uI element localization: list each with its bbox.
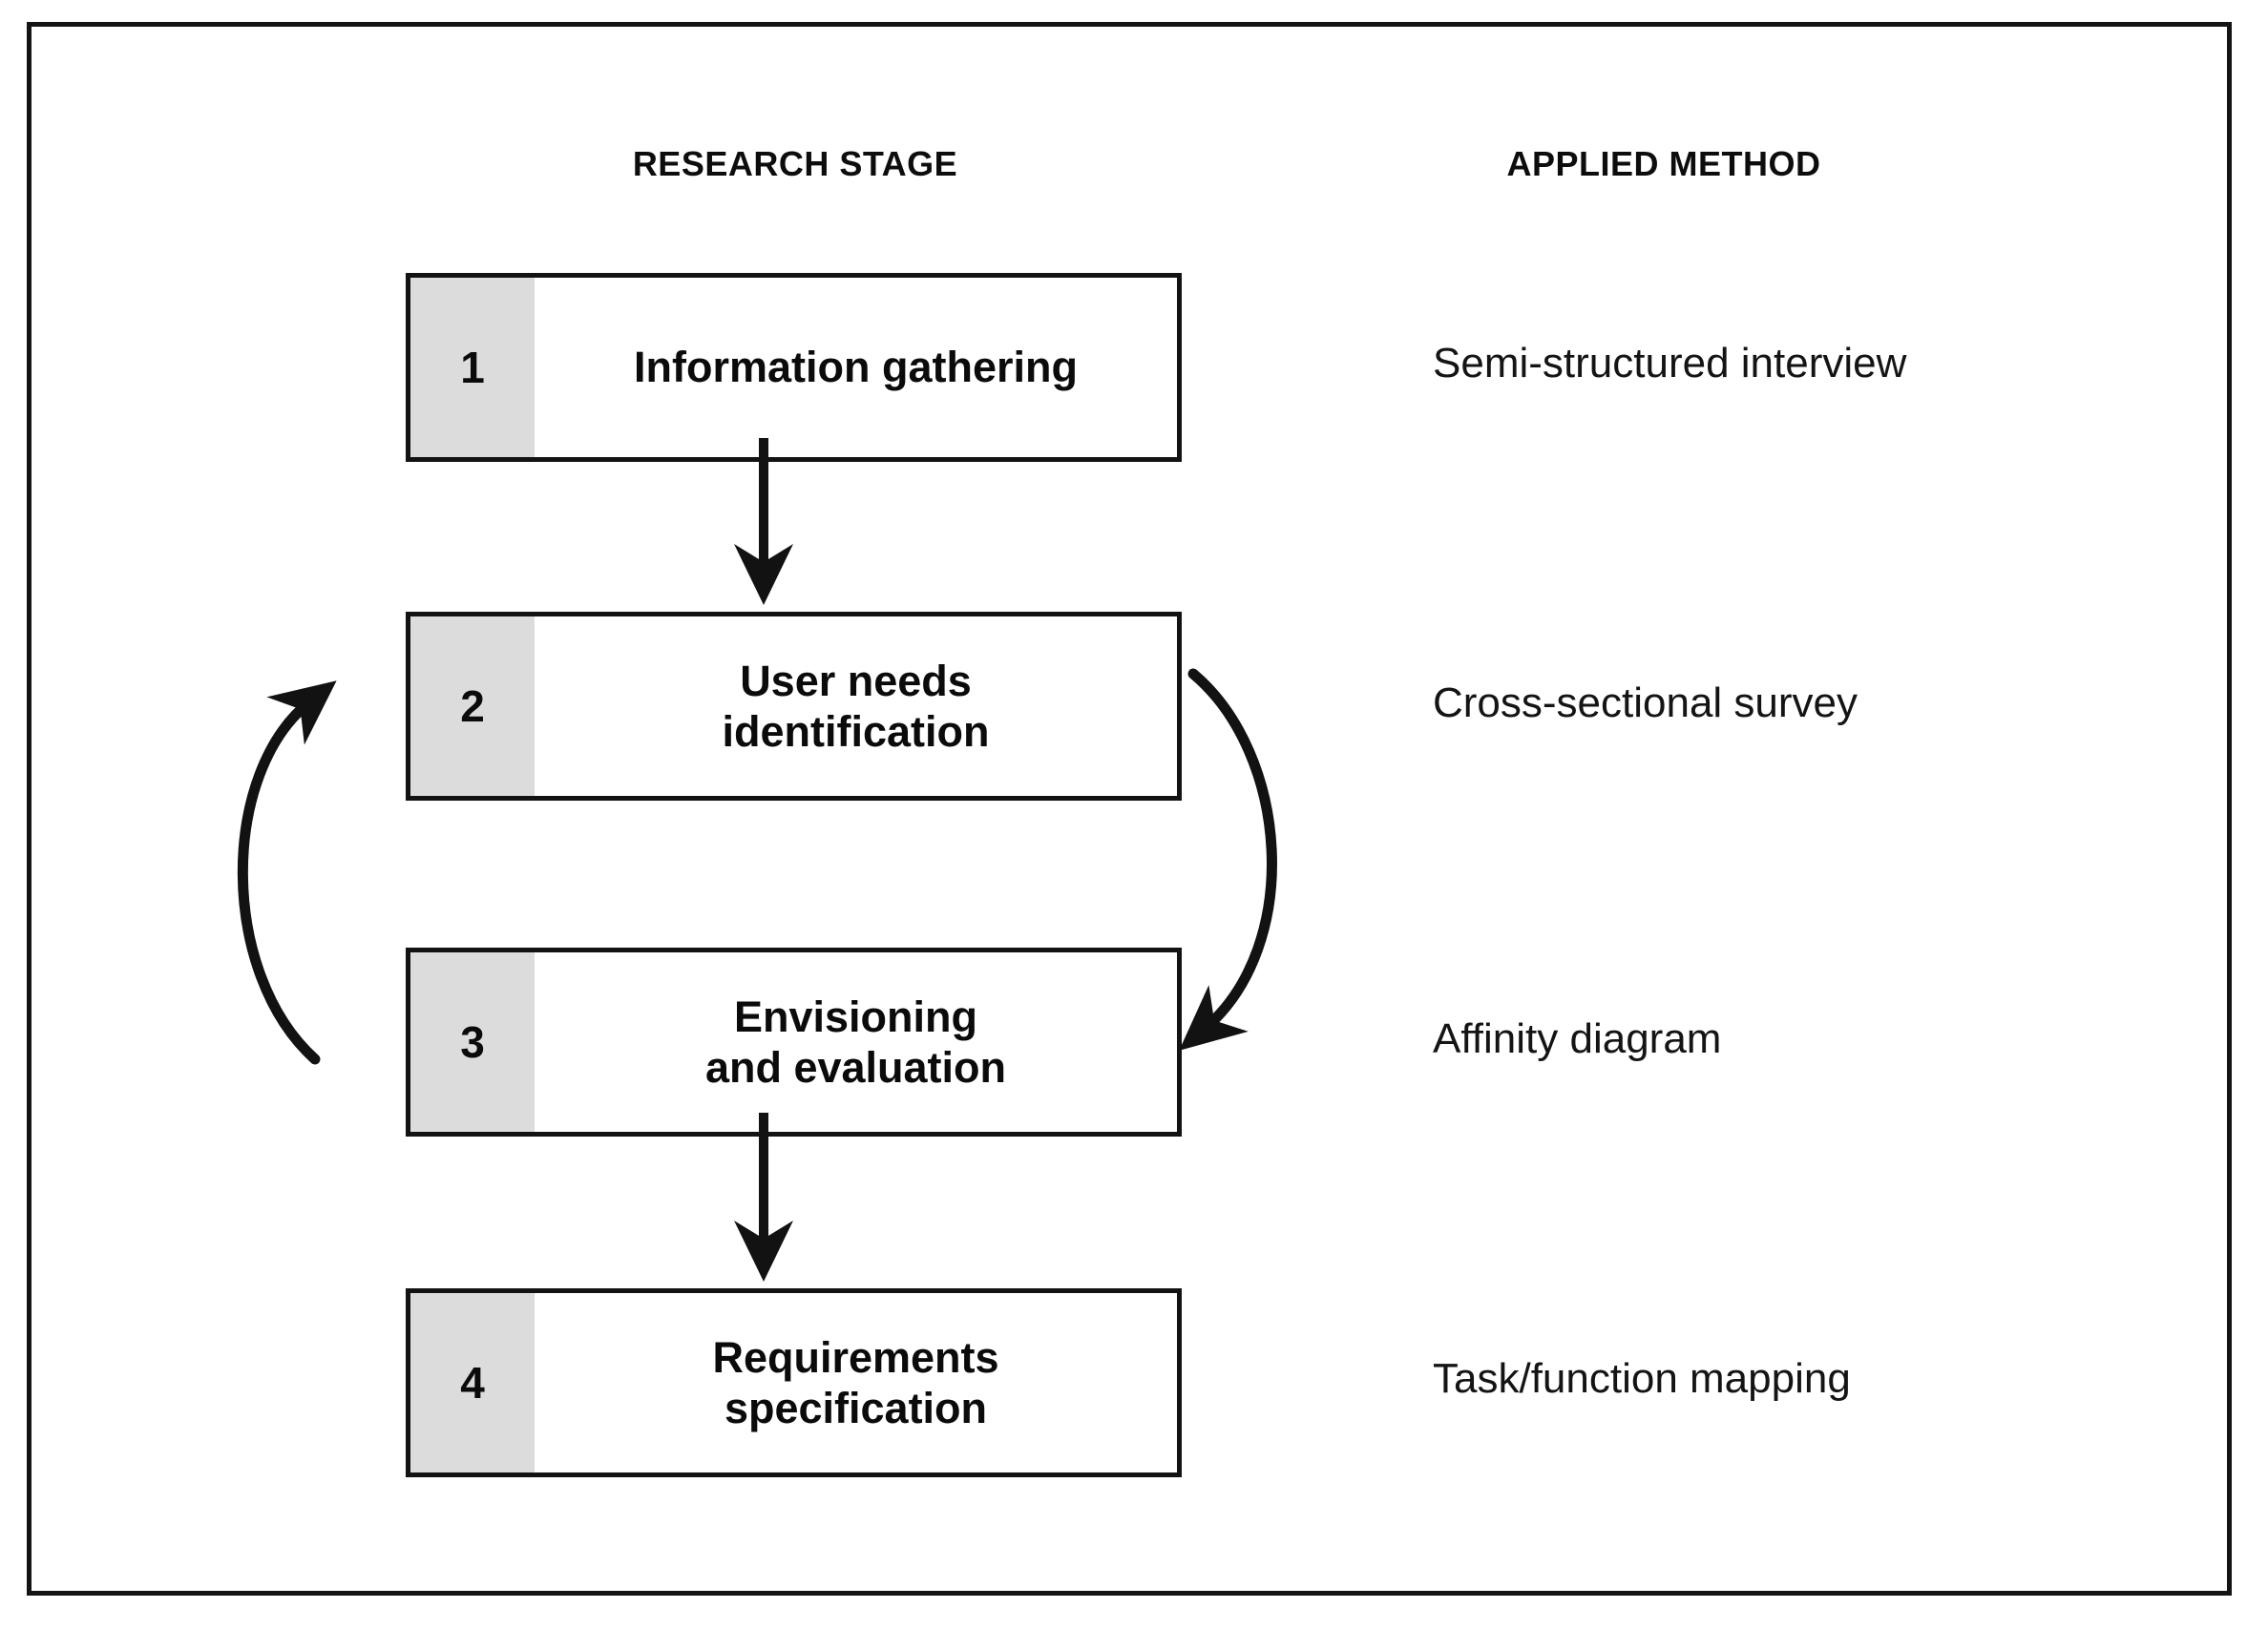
stage-label-2: User needs identification — [535, 616, 1177, 796]
stage-label-3: Envisioning and evaluation — [535, 952, 1177, 1132]
method-label-3: Affinity diagram — [1433, 1015, 1722, 1062]
figure-frame: RESEARCH STAGE APPLIED METHOD 1 Informat… — [27, 22, 2232, 1596]
method-label-4: Task/function mapping — [1433, 1355, 1851, 1402]
stage-number-2: 2 — [410, 616, 535, 796]
method-label-1: Semi-structured interview — [1433, 340, 1907, 386]
column-header-research-stage: RESEARCH STAGE — [632, 144, 958, 183]
stage-box-1: 1 Information gathering — [406, 273, 1182, 462]
stage-number-1: 1 — [410, 278, 535, 457]
stage-label-4: Requirements specification — [535, 1293, 1177, 1472]
stage-label-1: Information gathering — [535, 278, 1177, 457]
stage-number-4: 4 — [410, 1293, 535, 1472]
stage-box-3: 3 Envisioning and evaluation — [406, 948, 1182, 1137]
stage-box-2: 2 User needs identification — [406, 612, 1182, 801]
method-label-2: Cross-sectional survey — [1433, 679, 1858, 726]
stage-box-4: 4 Requirements specification — [406, 1288, 1182, 1477]
column-header-applied-method: APPLIED METHOD — [1506, 144, 1821, 183]
stage-number-3: 3 — [410, 952, 535, 1132]
